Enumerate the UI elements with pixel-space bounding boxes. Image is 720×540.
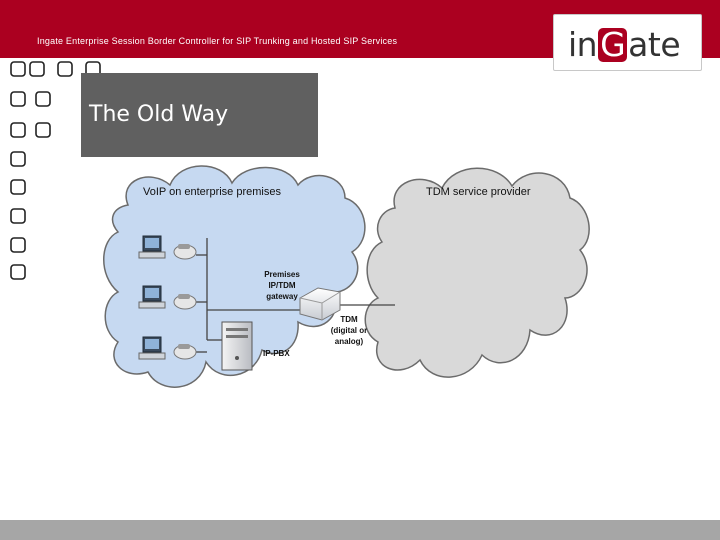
decorative-squares — [10, 61, 101, 280]
tdm-label-line3: analog) — [335, 337, 364, 346]
tdm-label-line1: TDM — [340, 315, 358, 324]
right-cloud-label: TDM service provider — [426, 186, 531, 198]
pbx-label: IP-PBX — [263, 349, 290, 358]
slide-title: The Old Way — [89, 102, 229, 127]
workstation-group-2 — [138, 285, 197, 310]
left-cloud-label: VoIP on enterprise premises — [143, 186, 281, 198]
workstation-group-3 — [138, 336, 197, 360]
ingate-logo — [553, 14, 702, 71]
gateway-label-line1: Premises — [264, 270, 300, 279]
footer-bar — [0, 520, 720, 540]
tdm-label-line2: (digital or — [331, 326, 367, 335]
gateway-label-line3: gateway — [266, 292, 298, 301]
header-title: Ingate Enterprise Session Border Control… — [37, 36, 398, 46]
gateway-device — [299, 287, 341, 321]
workstation-group-1 — [138, 235, 197, 260]
logo-suffix: ate — [628, 25, 681, 64]
gateway-label-line2: IP/TDM — [268, 281, 295, 290]
ingate-logo-text: inGate — [568, 25, 681, 64]
logo-emphasis: G — [598, 25, 628, 64]
slide-title-box — [81, 73, 318, 157]
ip-pbx-server — [221, 321, 253, 371]
left-cloud — [103, 165, 366, 388]
right-cloud — [364, 167, 590, 378]
logo-prefix: in — [568, 25, 598, 64]
